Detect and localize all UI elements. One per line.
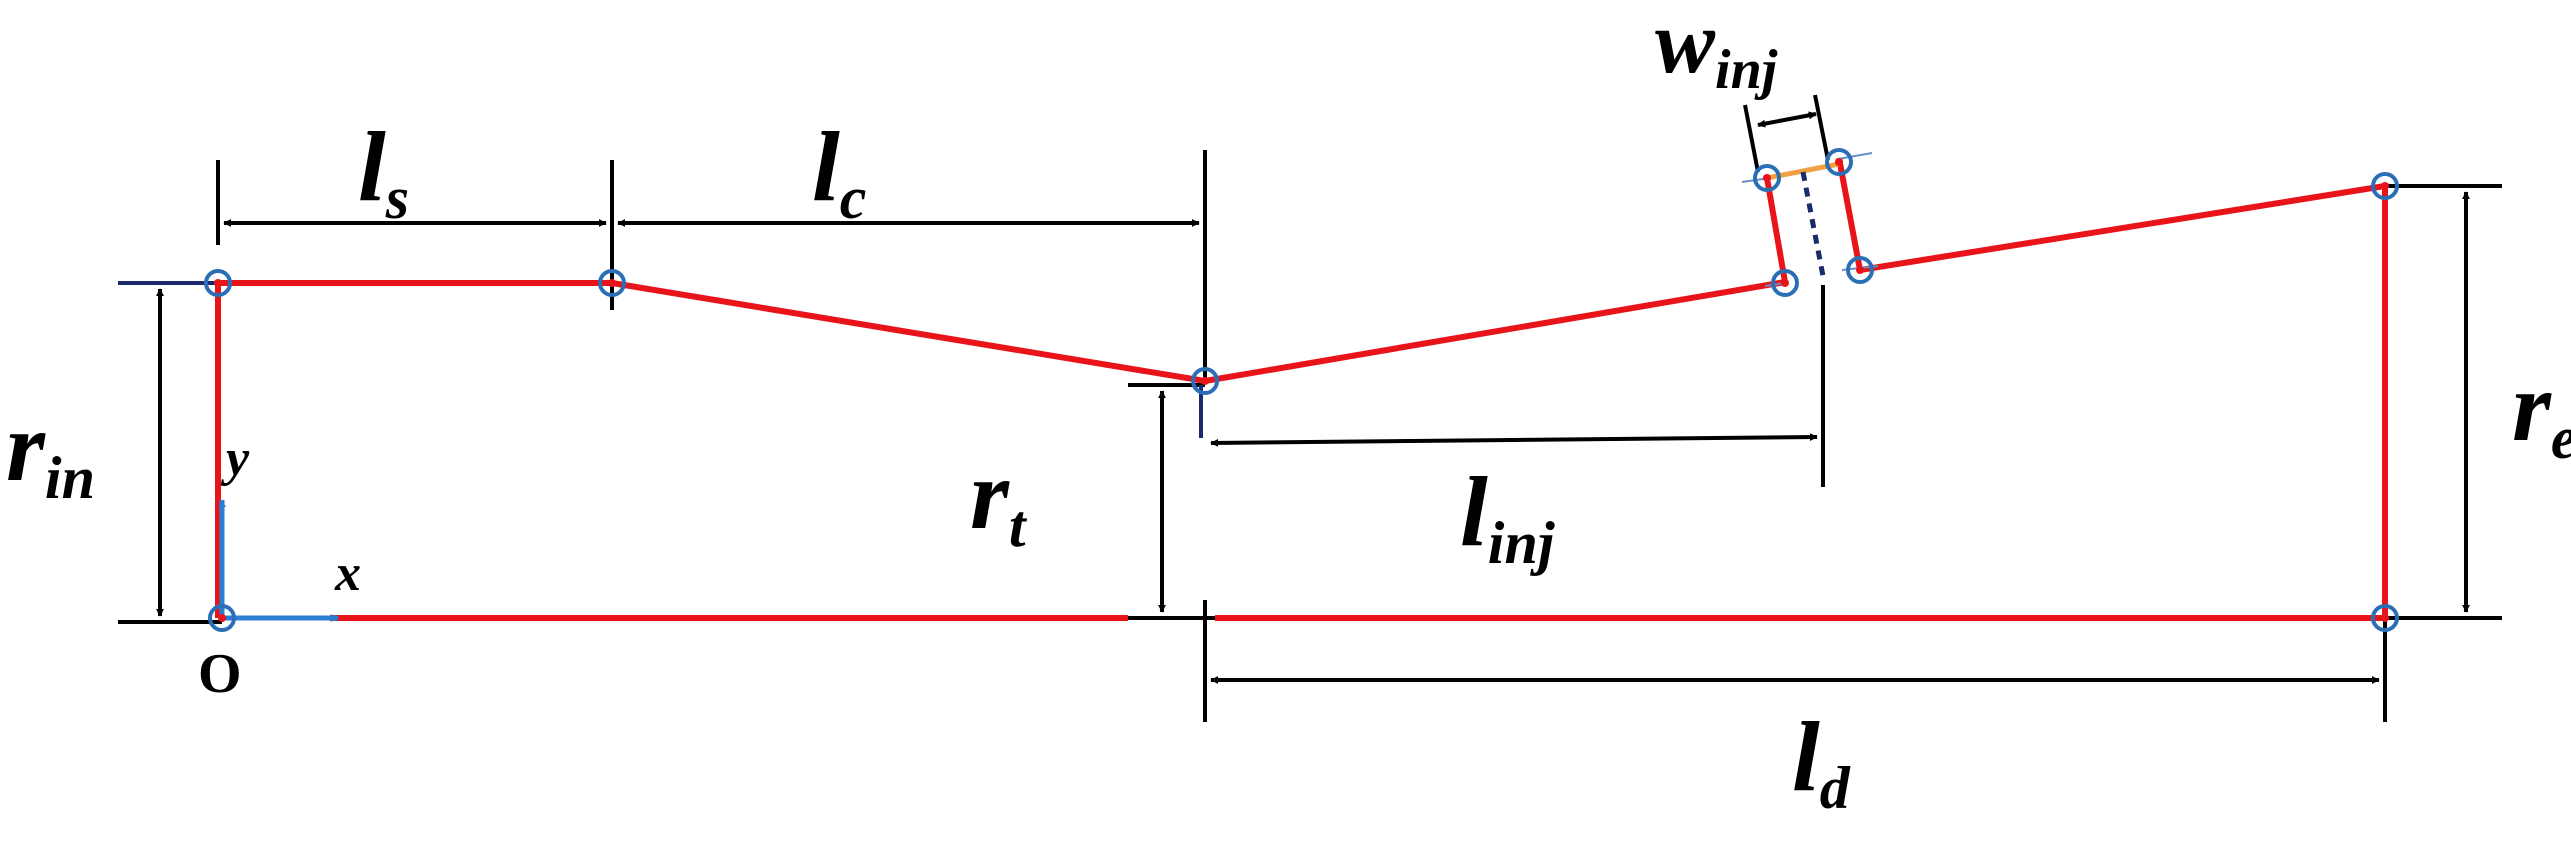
node-injector-lower-right [1846,256,1874,284]
node-throat [1191,367,1219,395]
label-rin: rin [6,391,95,511]
node-origin [208,604,236,632]
contour-upstream [215,177,1788,618]
label-re: re [2512,351,2571,471]
dimension-lines [156,111,2470,684]
node-exit-top [2371,172,2399,200]
node-injector-upper-left [1753,164,1781,192]
ext-winj-right [1813,94,1830,161]
label-rt: rt [970,439,1028,559]
node-injector-lower-left [1771,269,1799,297]
ext-winj-left [1743,104,1760,173]
label-y-axis: y [220,430,250,487]
dim-winj [1757,111,1817,128]
injector-slot-dotted [1800,171,1826,277]
node-inlet-top [204,269,232,297]
label-ld: ld [1792,701,1851,821]
contour-downstream [1836,157,2388,618]
label-ls: ls [358,111,409,231]
nodes [204,148,2399,632]
node-centers [214,158,2389,622]
extension-lines [118,94,2502,722]
injector-thin-right [1837,152,1873,160]
label-lc: lc [812,111,866,231]
label-linj: linj [1460,456,1555,576]
node-exit-bottom [2371,604,2399,632]
dim-linj [1210,433,1818,447]
label-origin: O [198,643,242,705]
node-ls-end [598,269,626,297]
label-winj: winj [1655,0,1778,101]
coordinate-axes [218,499,339,622]
nozzle-contour [215,157,2388,621]
label-x-axis: x [334,545,361,602]
node-injector-upper-right [1825,148,1853,176]
